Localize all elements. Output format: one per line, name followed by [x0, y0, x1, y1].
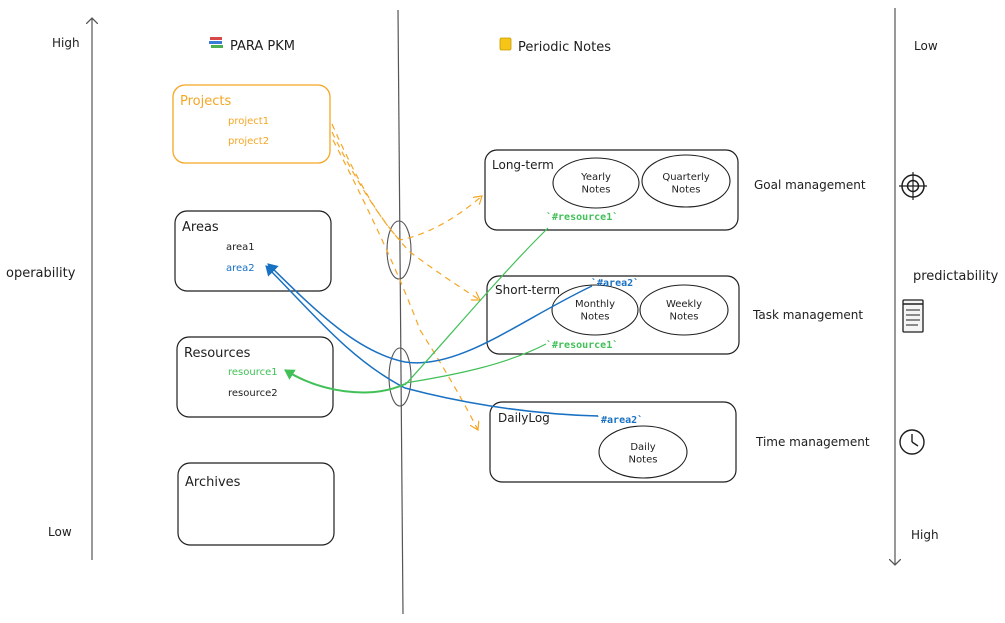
projects-title: Projects [180, 94, 231, 109]
periodic-header: Periodic Notes [499, 37, 611, 55]
para-title: PARA PKM [230, 39, 295, 54]
operability-high-label: High [52, 36, 80, 50]
time-management-label: Time management [755, 435, 870, 449]
goal-management: Goal management [754, 172, 927, 200]
project-links [331, 123, 482, 430]
short-term-area-tag: `#area2` [591, 277, 639, 289]
area2-label: area2 [226, 263, 255, 274]
center-divider [386, 9, 412, 615]
time-management: Time management [755, 429, 925, 455]
periodic-title: Periodic Notes [518, 40, 611, 55]
task-management: Task management [752, 299, 924, 333]
para-header: PARA PKM [209, 37, 295, 54]
projects-to-long-term-arrow [331, 123, 482, 241]
area1-label: area1 [226, 242, 255, 253]
project1-label: project1 [228, 116, 269, 127]
resource1-label: resource1 [228, 367, 278, 378]
operability-low-label: Low [48, 525, 72, 539]
projects-to-short-term-arrow [331, 131, 480, 300]
divider-ring-lower [388, 347, 412, 407]
archives-title: Archives [185, 475, 241, 490]
books-icon [209, 37, 223, 48]
dailylog-title: DailyLog [498, 411, 550, 425]
yearly-notes-ellipse [552, 157, 640, 209]
short-term-title: Short-term [495, 283, 560, 297]
long-term-to-resource1-line [404, 227, 549, 386]
short-term-to-area2-arrow [267, 263, 593, 364]
predictability-low-label: Low [914, 39, 938, 53]
resource2-label: resource2 [228, 388, 278, 399]
long-term-resource-tag: `#resource1` [546, 211, 618, 223]
notepad-icon [499, 37, 512, 51]
project2-label: project2 [228, 136, 269, 147]
operability-axis: High operability Low [6, 18, 92, 560]
checklist-icon [902, 299, 924, 333]
short-term-to-resource1-line [404, 343, 547, 384]
areas-title: Areas [182, 220, 219, 235]
resource1-links [284, 227, 549, 394]
dailylog-area-tag: `#area2` [595, 414, 643, 426]
long-term-title: Long-term [492, 158, 554, 172]
area2-links [265, 263, 599, 417]
predictability-label: predictability [913, 269, 999, 284]
projects-box: Projects project1 project2 [172, 84, 331, 164]
goal-management-label: Goal management [754, 178, 866, 192]
daily-notes-ellipse [598, 425, 688, 479]
weekly-notes-ellipse [639, 284, 729, 336]
predictability-high-label: High [911, 528, 939, 542]
resources-box: Resources resource1 resource2 [176, 336, 334, 418]
clock-icon [899, 429, 925, 455]
archives-box: Archives [177, 462, 335, 546]
resource1-arrow [284, 369, 406, 394]
target-icon [899, 172, 927, 200]
monthly-notes-ellipse [551, 284, 639, 336]
quarterly-notes-ellipse [641, 154, 731, 208]
dailylog-to-area2-arrow [265, 265, 599, 417]
areas-box: Areas area1 area2 [174, 210, 332, 292]
operability-label: operability [6, 266, 76, 281]
short-term-resource-tag: `#resource1` [546, 339, 618, 351]
resources-title: Resources [184, 346, 251, 361]
predictability-axis: Low predictability High [895, 8, 999, 565]
task-management-label: Task management [752, 308, 863, 322]
